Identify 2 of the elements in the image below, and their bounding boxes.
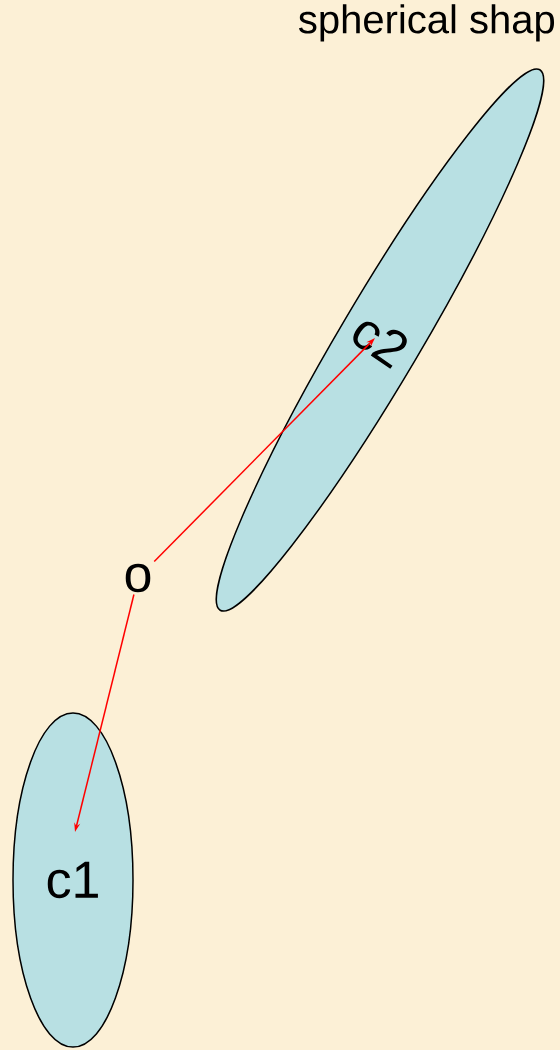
arrow bbox=[153, 338, 375, 563]
point-label: o bbox=[125, 563, 151, 593]
